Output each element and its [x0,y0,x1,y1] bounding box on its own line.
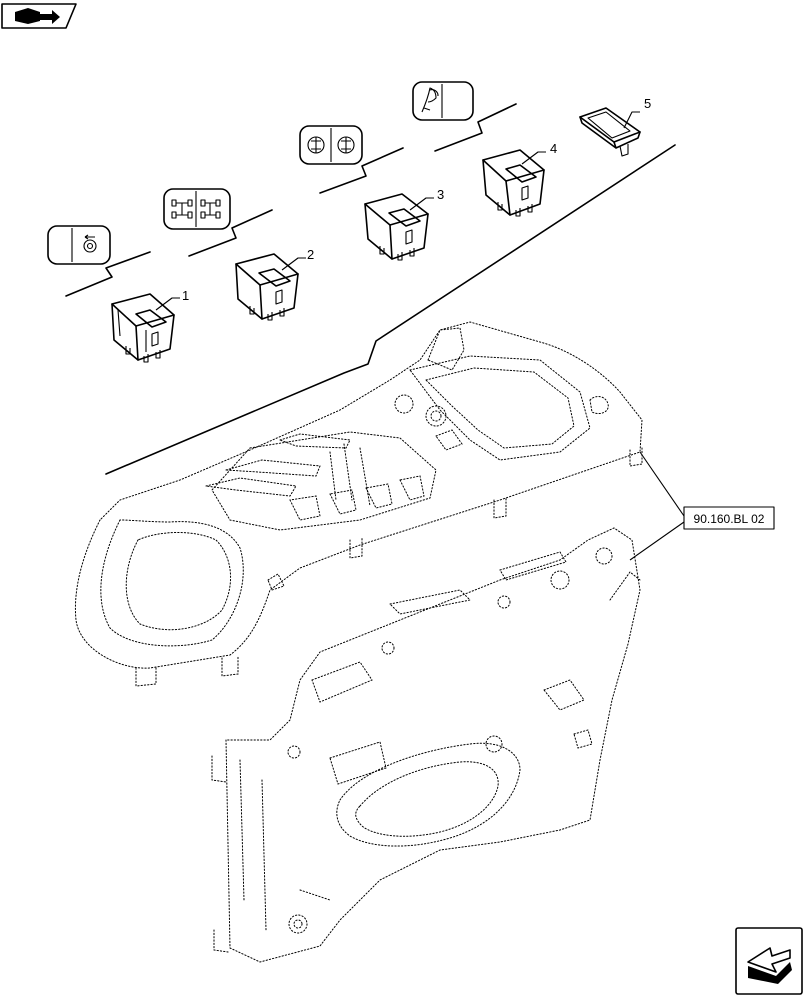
beacon-symbol-icon [412,81,474,121]
leader-lines [155,111,640,311]
callout-4: 4 [550,141,557,156]
book-arrow-icon[interactable] [1,3,77,29]
dashboard-upper-panel [74,321,643,687]
next-page-arrow-icon[interactable] [735,927,803,995]
four-wheel-drive-symbol-icon [163,188,231,230]
reference-callout[interactable]: 90.160.BL 02 [629,451,775,561]
rocker-switch-2 [235,253,299,321]
callout-5: 5 [644,96,651,111]
reference-label: 90.160.BL 02 [694,512,765,526]
rocker-switch-4 [482,149,545,217]
blank-cover-plug [579,107,641,157]
work-light-symbol-icon [299,125,363,165]
callout-1: 1 [182,288,189,303]
rocker-switch-3 [364,193,429,261]
separator-lines [65,103,676,475]
callout-3: 3 [437,187,444,202]
rocker-switch-1 [111,293,175,363]
callout-2: 2 [307,247,314,262]
parking-brake-symbol-icon [47,225,111,265]
side-console-panel [211,527,641,963]
